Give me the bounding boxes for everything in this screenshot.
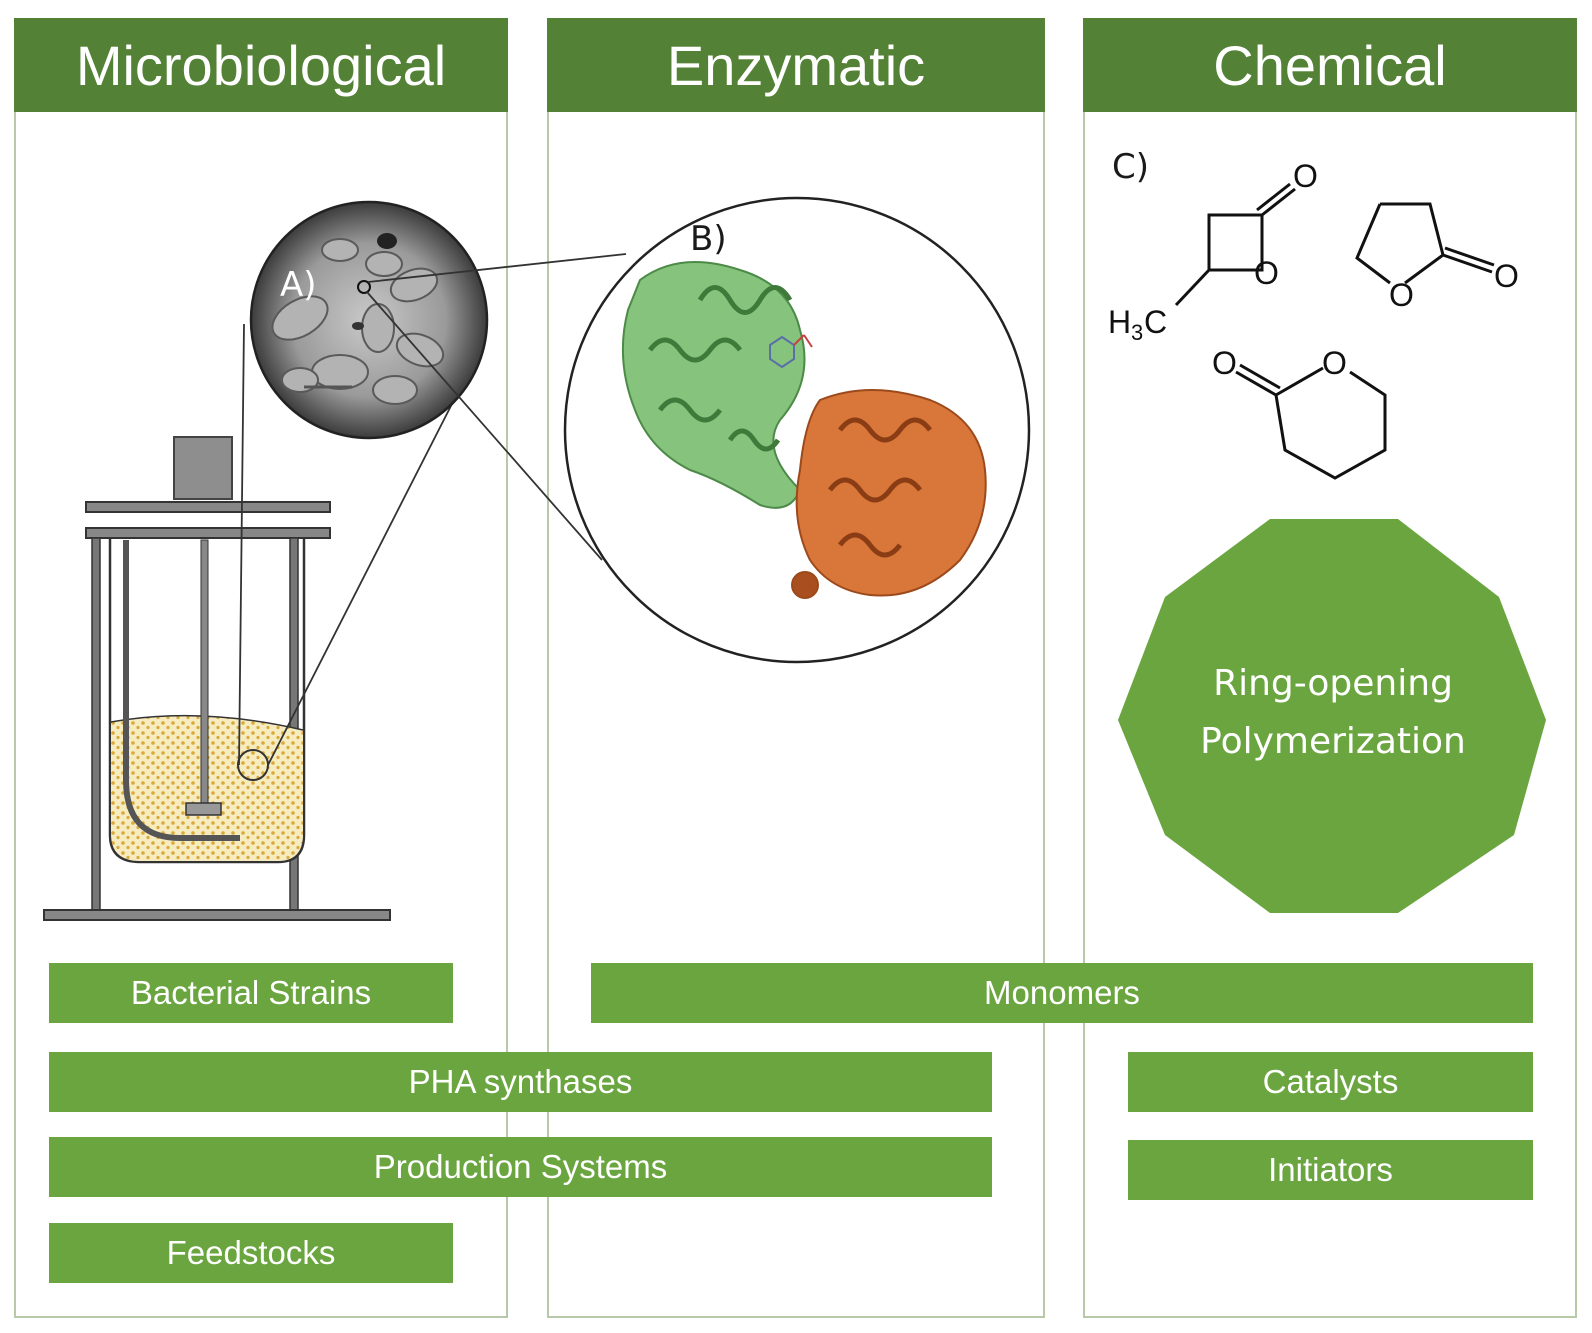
header-microbiological: Microbiological xyxy=(14,18,508,112)
atom-o-ring-2: O xyxy=(1389,277,1414,313)
bar-bacterial-strains: Bacterial Strains xyxy=(49,963,453,1023)
bar-catalysts: Catalysts xyxy=(1128,1052,1533,1112)
beta-butyrolactone-structure xyxy=(1174,182,1296,307)
reactor-sparger xyxy=(123,540,240,841)
protein-domain-green xyxy=(621,261,806,509)
panel-label-b: B) xyxy=(690,219,727,259)
atom-methyl-c: C xyxy=(1144,304,1167,340)
chemical-structures: C) O O H 3 C O O O O xyxy=(1108,147,1519,480)
bar-initiators: Initiators xyxy=(1128,1140,1533,1200)
reactor-shaft xyxy=(200,539,209,806)
bar-pha-synthases: PHA synthases xyxy=(49,1052,992,1112)
rop-line-2: Polymerization xyxy=(1200,721,1466,762)
rop-label: Ring-opening Polymerization xyxy=(1118,655,1548,771)
panel-label-a: A) xyxy=(280,265,317,305)
reactor-impeller xyxy=(185,802,222,816)
delta-valerolactone-structure xyxy=(1235,363,1387,480)
ligand-molecule xyxy=(769,334,813,369)
microscopy-image: A) xyxy=(249,200,627,561)
atom-o-carbonyl-1: O xyxy=(1293,158,1318,194)
header-enzymatic: Enzymatic xyxy=(547,18,1045,112)
rop-line-1: Ring-opening xyxy=(1213,663,1453,704)
protein-domain-orange xyxy=(791,389,987,599)
reactor-base xyxy=(43,909,391,921)
rop-polygon xyxy=(1118,519,1546,913)
reactor-second-plate xyxy=(85,527,331,539)
atom-methyl-sub: 3 xyxy=(1131,320,1143,345)
reactor-top-plate xyxy=(85,501,331,513)
enzyme-structure-image: B) xyxy=(563,196,1031,664)
bar-feedstocks: Feedstocks xyxy=(49,1223,453,1283)
bar-production-systems: Production Systems xyxy=(49,1137,992,1197)
reactor-vessel xyxy=(108,538,306,864)
atom-o-ring-1: O xyxy=(1254,255,1279,291)
atom-o-carbonyl-2: O xyxy=(1494,258,1519,294)
atom-o-carbonyl-3: O xyxy=(1212,345,1237,381)
reactor-motor xyxy=(173,436,233,500)
panel-label-c: C) xyxy=(1112,147,1149,187)
atom-o-ring-3: O xyxy=(1322,345,1347,381)
bioreactor-illustration xyxy=(43,323,457,921)
gamma-butyrolactone-structure xyxy=(1355,202,1495,285)
bar-monomers: Monomers xyxy=(591,963,1533,1023)
reactor-leg-left xyxy=(91,537,101,911)
header-chemical: Chemical xyxy=(1083,18,1577,112)
atom-methyl-h: H xyxy=(1108,304,1131,340)
